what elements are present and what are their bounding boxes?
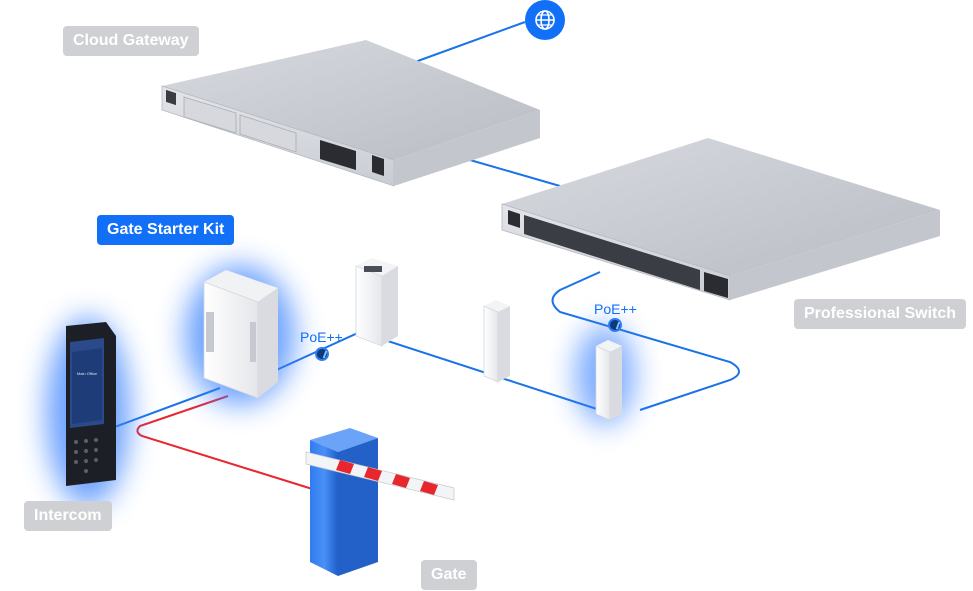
intercom-screen-name: Main Office (77, 371, 98, 376)
gate-label: Gate (421, 560, 477, 590)
professional-switch-device (501, 138, 940, 301)
poe-icon (608, 318, 622, 332)
globe-icon (525, 0, 565, 40)
gate-starter-kit-label: Gate Starter Kit (97, 215, 235, 245)
access-point-small-right (595, 340, 622, 421)
gate-hub-device (203, 270, 278, 399)
intercom-label: Intercom (24, 501, 112, 531)
gate-arm-stripes (336, 460, 438, 495)
poe-label-left: PoE++ (300, 329, 343, 345)
access-point-small-middle (483, 300, 510, 383)
switch-ap-link (551, 271, 740, 411)
hub-gate-link (136, 395, 323, 493)
access-point-large (355, 258, 398, 347)
hub-intercom-link (111, 387, 221, 429)
cloud-gateway-device (161, 40, 540, 187)
gate-barrier-device (305, 428, 455, 576)
gateway-internet-link (403, 21, 526, 67)
intercom-device: Main Office (66, 322, 116, 486)
cloud-gateway-label: Cloud Gateway (63, 26, 199, 56)
gateway-switch-link (469, 159, 561, 187)
poe-label-right: PoE++ (594, 301, 637, 317)
globe-glyph (535, 10, 555, 30)
poe-icon (315, 347, 329, 361)
professional-switch-label: Professional Switch (794, 299, 967, 329)
